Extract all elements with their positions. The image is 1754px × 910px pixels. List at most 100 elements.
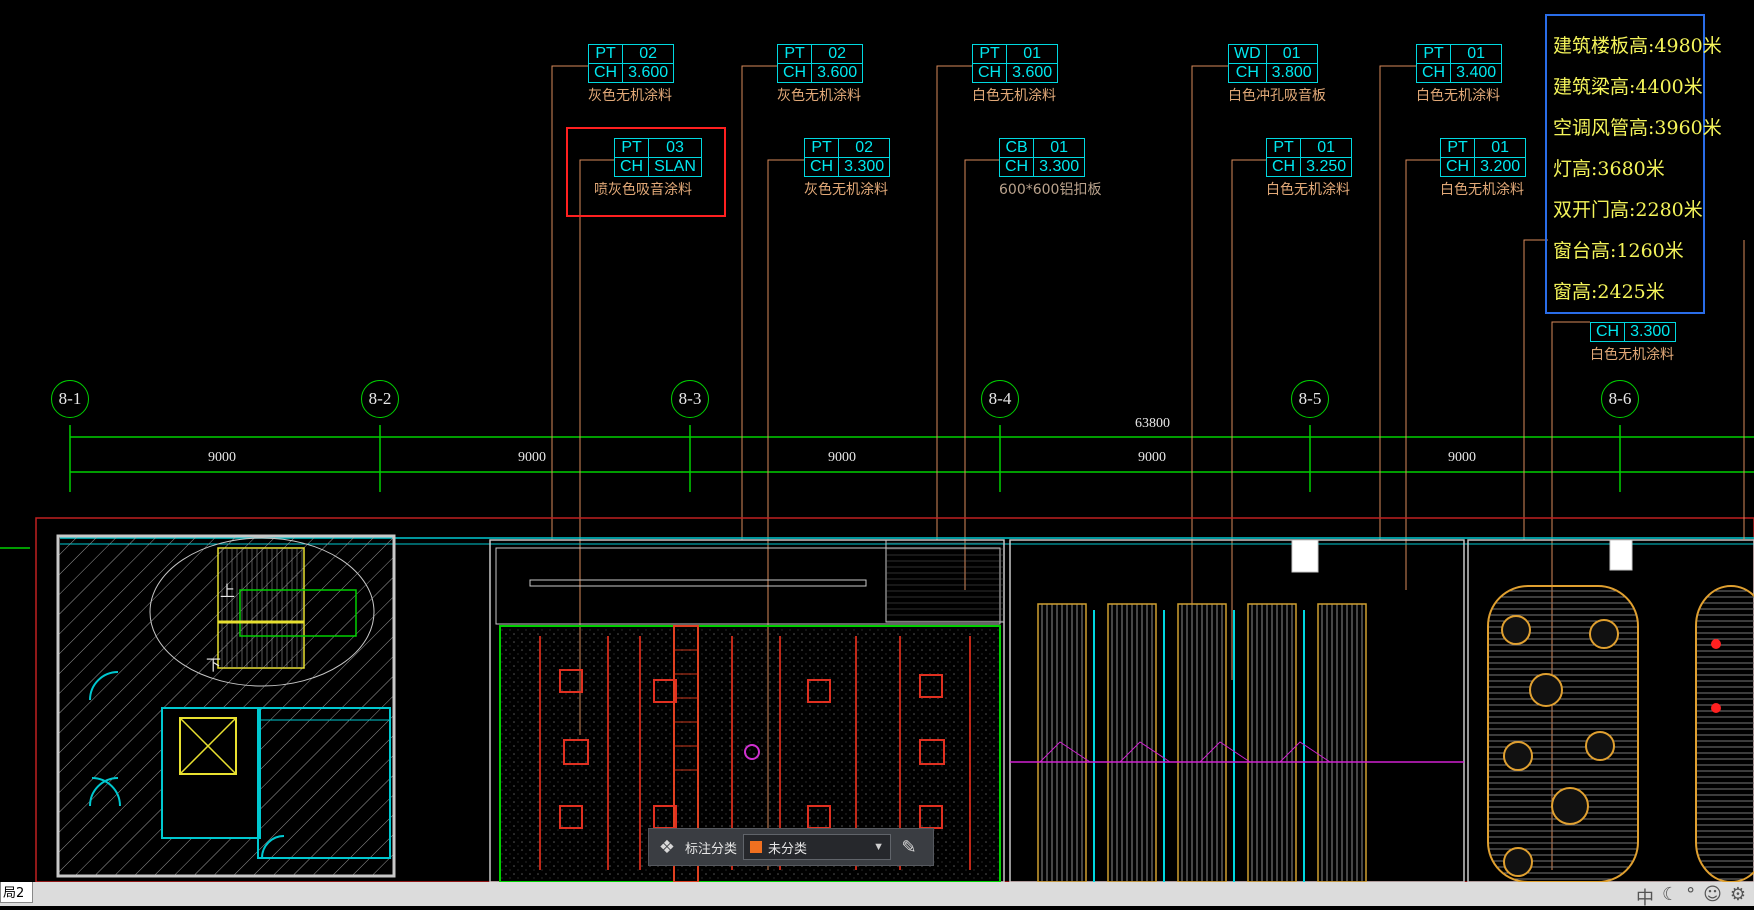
tag-ch: CH <box>1415 63 1452 83</box>
height-info-box[interactable]: 建筑楼板高:4980米 建筑梁高:4400米 空调风管高:3960米 灯高:36… <box>1545 14 1722 314</box>
grid-layout-icon[interactable]: ❖ <box>658 836 676 857</box>
tag-code: CB <box>998 138 1035 158</box>
tag-height: 3.600 <box>811 63 864 83</box>
tag-ch: CH <box>613 157 650 177</box>
status-bar <box>0 882 1754 906</box>
tag-description: 白色冲孔吸音板 <box>1228 88 1326 104</box>
tag-height: 3.300 <box>1624 322 1677 342</box>
category-color-swatch <box>750 841 763 853</box>
total-dimension: 63800 <box>1135 416 1170 431</box>
tag-code: PT <box>1439 138 1476 158</box>
svg-text:下: 下 <box>206 656 221 674</box>
tag-ch: CH <box>1589 322 1626 342</box>
tag-code: PT <box>776 44 813 64</box>
tag-height: 3.200 <box>1474 157 1527 177</box>
tag-description: 灰色无机涂料 <box>777 88 861 104</box>
span-dimension: 9000 <box>1448 450 1476 465</box>
tag-height: 3.800 <box>1265 63 1318 83</box>
tag-description: 白色无机涂料 <box>1416 88 1500 104</box>
tag-ch: CH <box>1439 157 1476 177</box>
annotation-category-select[interactable]: 未分类 ▼ <box>743 834 892 860</box>
info-line: 建筑梁高:4400米 <box>1553 76 1703 98</box>
grid-axis-bubble[interactable]: 8-6 <box>1601 380 1639 418</box>
annotation-category-value: 未分类 <box>768 841 808 857</box>
info-line: 双开门高:2280米 <box>1553 199 1703 221</box>
grid-axis-bubble[interactable]: 8-1 <box>51 380 89 418</box>
tag-ch: CH <box>803 157 840 177</box>
moon-icon[interactable]: ☾ <box>1661 884 1679 905</box>
svg-text:上: 上 <box>220 582 235 600</box>
punctuation-icon[interactable]: ° <box>1686 884 1696 905</box>
tag-ch: CH <box>776 63 813 83</box>
tag-number: 01 <box>1300 138 1353 158</box>
tag-height: 3.600 <box>622 63 675 83</box>
tag-number: 02 <box>811 44 864 64</box>
layout-tab[interactable]: 局2 <box>0 882 34 903</box>
tag-height: 3.400 <box>1450 63 1503 83</box>
tag-ch: CH <box>587 63 624 83</box>
tag-ch: CH <box>998 157 1035 177</box>
tag-description: 白色无机涂料 <box>1440 182 1524 198</box>
grid-axis-bubble[interactable]: 8-5 <box>1291 380 1329 418</box>
grid-axis-bubble[interactable]: 8-3 <box>671 380 709 418</box>
chevron-down-icon: ▼ <box>873 841 885 853</box>
tag-code: PT <box>613 138 650 158</box>
edit-icon[interactable]: ✎ <box>901 836 917 857</box>
tag-code: PT <box>1415 44 1452 64</box>
tag-code: PT <box>1265 138 1302 158</box>
tag-height: 3.600 <box>1006 63 1059 83</box>
tag-height: SLAN <box>648 157 702 177</box>
tag-ch: CH <box>1265 157 1302 177</box>
tag-ch: CH <box>1228 63 1267 83</box>
tag-description: 灰色无机涂料 <box>804 182 888 198</box>
tag-number: 02 <box>838 138 891 158</box>
tag-code: PT <box>587 44 624 64</box>
tag-code: PT <box>971 44 1008 64</box>
gear-icon[interactable]: ⚙ <box>1729 884 1746 905</box>
system-tray: 中 ☾ ° ☺ ⚙ <box>1636 884 1746 910</box>
tag-description: 白色无机涂料 <box>1266 182 1350 198</box>
tag-number: 01 <box>1474 138 1527 158</box>
tag-number: 01 <box>1450 44 1503 64</box>
tag-height: 3.300 <box>1033 157 1086 177</box>
tag-description: 喷灰色吸音涂料 <box>594 182 692 198</box>
tag-ch: CH <box>971 63 1008 83</box>
tag-code: PT <box>803 138 840 158</box>
info-line: 建筑楼板高:4980米 <box>1553 35 1722 57</box>
annotation-category-toolbar: ❖ 标注分类 未分类 ▼ ✎ <box>648 828 934 866</box>
tag-height: 3.250 <box>1300 157 1353 177</box>
tag-description: 灰色无机涂料 <box>588 88 672 104</box>
tag-code: WD <box>1228 44 1267 64</box>
tag-description: 白色无机涂料 <box>972 88 1056 104</box>
span-dimension: 9000 <box>828 450 856 465</box>
tag-description: 白色无机涂料 <box>1590 347 1674 363</box>
info-line: 空调风管高:3960米 <box>1553 117 1722 139</box>
span-dimension: 9000 <box>1138 450 1166 465</box>
tag-number: 01 <box>1033 138 1086 158</box>
grid-axis-bubble[interactable]: 8-2 <box>361 380 399 418</box>
tag-description: 600*600铝扣板 <box>999 182 1102 198</box>
info-line: 窗台高:1260米 <box>1553 240 1684 262</box>
tag-height: 3.300 <box>838 157 891 177</box>
info-line: 窗高:2425米 <box>1553 281 1665 303</box>
tag-number: 03 <box>648 138 702 158</box>
info-line: 灯高:3680米 <box>1553 158 1665 180</box>
grid-axis-bubble[interactable]: 8-4 <box>981 380 1019 418</box>
tag-number: 01 <box>1006 44 1059 64</box>
tag-number: 01 <box>1265 44 1318 64</box>
smiley-icon[interactable]: ☺ <box>1703 884 1722 905</box>
ime-icon[interactable]: 中 <box>1635 888 1654 909</box>
annotation-category-label: 标注分类 <box>685 841 738 857</box>
